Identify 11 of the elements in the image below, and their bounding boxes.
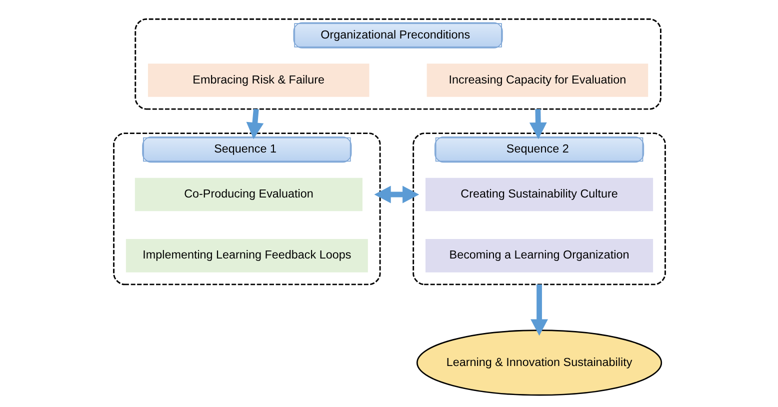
node-box: Implementing Learning Feedback Loops <box>125 239 368 272</box>
arrow <box>530 284 548 336</box>
arrow <box>246 108 264 140</box>
arrow <box>528 109 546 140</box>
node-box: Co-Producing Evaluation <box>134 178 362 212</box>
node-box: Increasing Capacity for Evaluation <box>426 64 648 97</box>
arrow <box>374 186 419 204</box>
node-ellipse: Learning & Innovation Sustainability <box>416 330 662 396</box>
node-box: Embracing Risk & Failure <box>147 64 369 97</box>
node-box: Creating Sustainability Culture <box>424 178 653 212</box>
node-box: Becoming a Learning Organization <box>424 239 653 272</box>
